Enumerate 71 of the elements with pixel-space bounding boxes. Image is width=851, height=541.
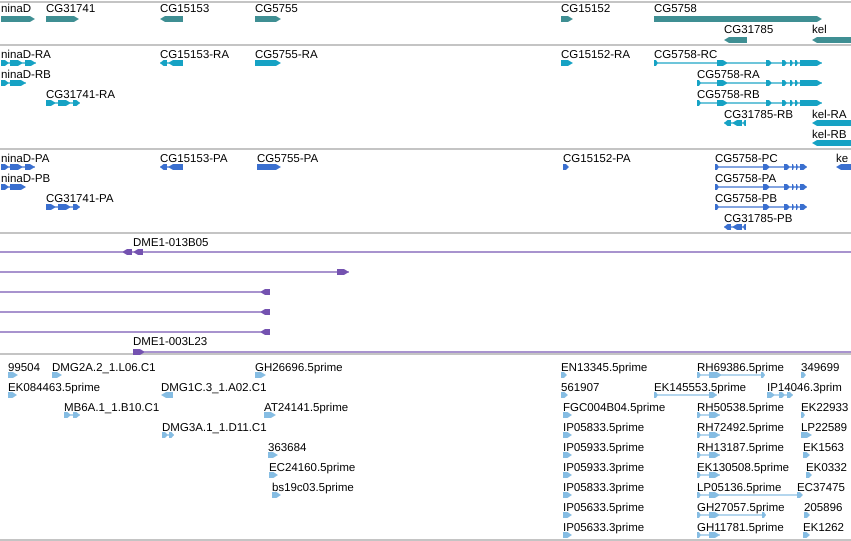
- feature-label: CG15153-PA: [160, 152, 228, 166]
- feature-label: 363684: [268, 441, 306, 455]
- feature-label: FGC004B04.5prime: [563, 401, 666, 415]
- feature-label: IP05833.3prime: [563, 481, 644, 495]
- feature-label: EK1262: [803, 521, 844, 535]
- feature-label: CG5758-PC: [715, 152, 778, 166]
- feature-label: GH27057.5prime: [697, 501, 785, 515]
- feature-label: kel-RA: [812, 108, 847, 122]
- feature-label: 205896: [804, 501, 842, 515]
- feature-label: kel: [812, 23, 827, 37]
- feature-label: CG15152-RA: [561, 48, 630, 62]
- feature-label: CG31785: [724, 23, 774, 37]
- feature-label: CG5755-RA: [255, 48, 318, 62]
- feature-label: EK130508.5prime: [697, 461, 790, 475]
- feature-label: ninaD-PB: [1, 172, 50, 186]
- feature-label: DME1-013B05: [133, 236, 208, 250]
- feature-label: CG5758-PB: [715, 192, 778, 206]
- feature-label: ninaD: [1, 2, 32, 16]
- feature-label: bs19c03.5prime: [272, 481, 354, 495]
- feature-label: CG31785-PB: [724, 212, 792, 226]
- feature-label: EK0332: [806, 461, 847, 475]
- feature-label: CG31741-RA: [46, 88, 116, 102]
- feature-label: CG15152-PA: [563, 152, 631, 166]
- feature-label: LP05136.5prime: [697, 481, 782, 495]
- feature-label: MB6A.1_1.B10.C1: [64, 401, 160, 415]
- feature-label: CG31741: [46, 2, 96, 16]
- feature-label: DMG3A.1_1.D11.C1: [162, 421, 267, 435]
- feature-label: CG15153: [160, 2, 210, 16]
- feature-label: GH26696.5prime: [255, 361, 343, 375]
- feature-label: ninaD-PA: [1, 152, 50, 166]
- feature-label: EC24160.5prime: [269, 461, 356, 475]
- feature-label: kel-RB: [812, 128, 847, 142]
- feature-label: DMG2A.2_1.L06.C1: [52, 361, 156, 375]
- feature-label: ninaD-RB: [1, 68, 51, 82]
- feature-label: LP22589: [801, 421, 848, 435]
- feature-label: CG5758-PA: [715, 172, 776, 186]
- feature-label: EN13345.5prime: [561, 361, 648, 375]
- feature-label: EK1563: [803, 441, 844, 455]
- feature-label: EK084463.5prime: [8, 381, 100, 395]
- feature-label: AT24141.5prime: [264, 401, 348, 415]
- feature-label: IP14046.3prim: [767, 381, 842, 395]
- feature-label: CG15152: [561, 2, 610, 16]
- feature-label: CG31785-RB: [724, 108, 794, 122]
- feature-label: RH13187.5prime: [697, 441, 784, 455]
- feature-label: CG31741-PA: [46, 192, 114, 206]
- feature-label: IP05633.5prime: [563, 501, 644, 515]
- feature-label: IP05833.5prime: [563, 421, 644, 435]
- feature-label: DME1-003L23: [133, 335, 208, 349]
- feature-label: CG5758-RA: [697, 68, 760, 82]
- feature-label: ninaD-RA: [1, 48, 51, 62]
- feature-label: CG5758-RB: [697, 88, 760, 102]
- feature-label: CG5758-RC: [654, 48, 718, 62]
- feature-label: RH50538.5prime: [697, 401, 784, 415]
- feature-label: IP05933.3prime: [563, 461, 644, 475]
- feature-label: 349699: [801, 361, 840, 375]
- feature-label: EK22933: [801, 401, 848, 415]
- feature-label: DMG1C.3_1.A02.C1: [161, 381, 266, 395]
- feature-label: RH72492.5prime: [697, 421, 784, 435]
- feature-label: CG5758: [654, 2, 697, 16]
- feature-label: EK145553.5prime: [654, 381, 746, 395]
- feature-label: RH69386.5prime: [697, 361, 784, 375]
- feature-label: ke: [836, 152, 848, 166]
- feature-label: IP05933.5prime: [563, 441, 644, 455]
- feature-label: 99504: [8, 361, 40, 375]
- feature-label: IP05633.3prime: [563, 521, 644, 535]
- feature-label: CG5755-PA: [257, 152, 318, 166]
- feature-label: CG15153-RA: [160, 48, 230, 62]
- feature-label: EC37475: [797, 481, 845, 495]
- feature-label: 561907: [561, 381, 600, 395]
- feature-label: CG5755: [255, 2, 298, 16]
- feature-label: GH11781.5prime: [697, 521, 784, 535]
